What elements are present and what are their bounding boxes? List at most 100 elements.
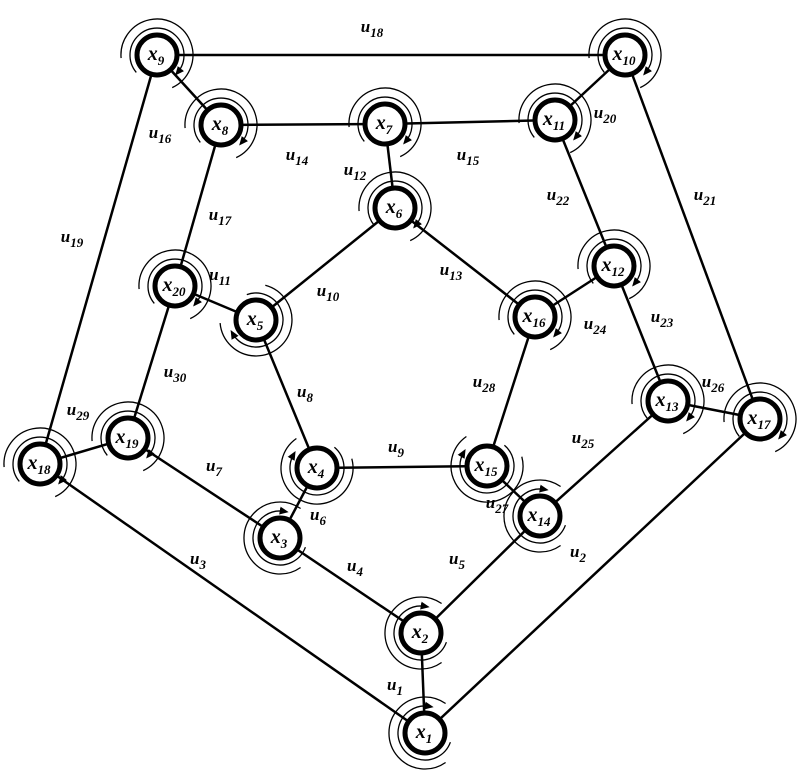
rotation-arc-x13: [631, 364, 705, 435]
rotation-arc-x1: [388, 696, 446, 770]
edge-u14: [220, 122, 386, 127]
rotation-arrow-x7: [357, 96, 413, 145]
node-label-x12: x12: [601, 254, 626, 279]
rotation-arc-x11: [518, 83, 592, 154]
rotation-arc-x10: [588, 18, 662, 89]
node-x11: x11: [532, 97, 578, 143]
node-label-x19: x19: [115, 426, 140, 451]
rotation-arrow-x10: [597, 27, 653, 76]
rotation-arc-x17: [723, 382, 797, 453]
edge-label-u26: u26: [702, 372, 725, 395]
rotation-arrow-x13: [640, 373, 696, 422]
node-x3: x3: [257, 515, 303, 561]
node-circle-x5: [233, 297, 279, 343]
node-label-x5: x5: [246, 308, 264, 333]
edge-label-u14: u14: [286, 145, 309, 168]
edge-label-u28: u28: [473, 372, 496, 395]
node-label-x4: x4: [307, 456, 325, 481]
rotation-arcs-layer: [3, 18, 797, 770]
edge-label-u30: u30: [164, 362, 187, 385]
node-label-x20: x20: [162, 274, 187, 299]
edge-label-u1: u1: [387, 675, 403, 698]
node-label-x6: x6: [385, 196, 403, 221]
node-label-x8: x8: [211, 113, 229, 138]
edge-u3: [39, 462, 426, 735]
node-x14: x14: [517, 493, 563, 539]
node-x13: x13: [645, 378, 691, 424]
rotation-arrow-x4: [287, 446, 345, 496]
edge-u23: [612, 265, 670, 402]
edge-label-u23: u23: [651, 307, 674, 330]
rotation-arc-x16: [498, 280, 572, 351]
node-label-x1: x1: [415, 721, 433, 746]
rotation-arrow-x16: [507, 289, 563, 338]
node-x16: x16: [512, 294, 558, 340]
node-x2: x2: [398, 610, 444, 656]
rotation-arc-x15: [450, 435, 524, 503]
edge-u2: [424, 418, 761, 734]
edge-label-u8: u8: [297, 382, 313, 405]
node-circle-x6: [372, 185, 418, 231]
node-label-x9: x9: [147, 43, 165, 68]
node-circle-x11: [532, 97, 578, 143]
node-x12: x12: [591, 243, 637, 289]
edge-label-u16: u16: [149, 123, 172, 146]
node-circle-x12: [591, 243, 637, 289]
node-circle-x13: [645, 378, 691, 424]
node-x20: x20: [152, 263, 198, 309]
node-circle-x7: [362, 101, 408, 147]
node-circle-x2: [398, 610, 444, 656]
node-x5: x5: [233, 297, 279, 343]
rotation-arc-x7: [348, 87, 422, 158]
node-label-x2: x2: [411, 621, 429, 646]
rotation-arrow-x12: [586, 238, 642, 287]
edge-label-u6: u6: [310, 505, 326, 528]
rotation-arrow-x11: [527, 92, 583, 141]
edge-label-u3: u3: [190, 549, 206, 572]
edge-label-u15: u15: [457, 145, 480, 168]
node-x19: x19: [105, 415, 151, 461]
node-label-x15: x15: [474, 454, 499, 479]
rotation-arrow-x1: [397, 701, 452, 761]
edge-label-u4: u4: [347, 556, 363, 579]
rotation-arc-x6: [358, 171, 432, 242]
node-x17: x17: [737, 396, 783, 442]
node-x6: x6: [372, 185, 418, 231]
edge-u19: [38, 54, 159, 465]
node-circle-x9: [134, 32, 180, 78]
edge-label-u11: u11: [209, 265, 231, 288]
node-label-x14: x14: [527, 504, 552, 529]
rotation-arc-x4: [280, 437, 354, 505]
rotation-arrow-x14: [512, 484, 567, 544]
node-x4: x4: [294, 445, 340, 491]
edge-label-u20: u20: [594, 103, 617, 126]
node-x15: x15: [464, 443, 510, 489]
rotation-arrow-x9: [129, 27, 185, 76]
rotation-arrow-x20: [147, 258, 203, 307]
edge-u10: [255, 207, 396, 321]
node-x8: x8: [198, 102, 244, 148]
node-label-x11: x11: [542, 108, 565, 133]
rotation-arrow-x3: [252, 506, 307, 566]
node-circle-x18: [17, 441, 63, 487]
edge-u21: [623, 54, 762, 420]
node-label-x10: x10: [612, 43, 637, 68]
node-label-x18: x18: [27, 452, 52, 477]
edge-label-u27: u27: [486, 493, 509, 516]
edge-label-u10: u10: [317, 281, 340, 304]
node-circle-x1: [402, 710, 448, 756]
node-circle-x19: [105, 415, 151, 461]
edge-u28: [485, 316, 537, 467]
edge-u17: [173, 124, 223, 287]
rotation-arrow-x8: [193, 97, 249, 146]
node-circle-x14: [517, 493, 563, 539]
edge-label-u24: u24: [584, 314, 607, 337]
node-circle-x15: [464, 443, 510, 489]
rotation-arc-x14: [503, 479, 561, 553]
rotation-arrow-x17: [732, 391, 788, 440]
edge-label-u25: u25: [572, 428, 595, 451]
edge-u15: [384, 118, 556, 126]
node-circle-x3: [257, 515, 303, 561]
